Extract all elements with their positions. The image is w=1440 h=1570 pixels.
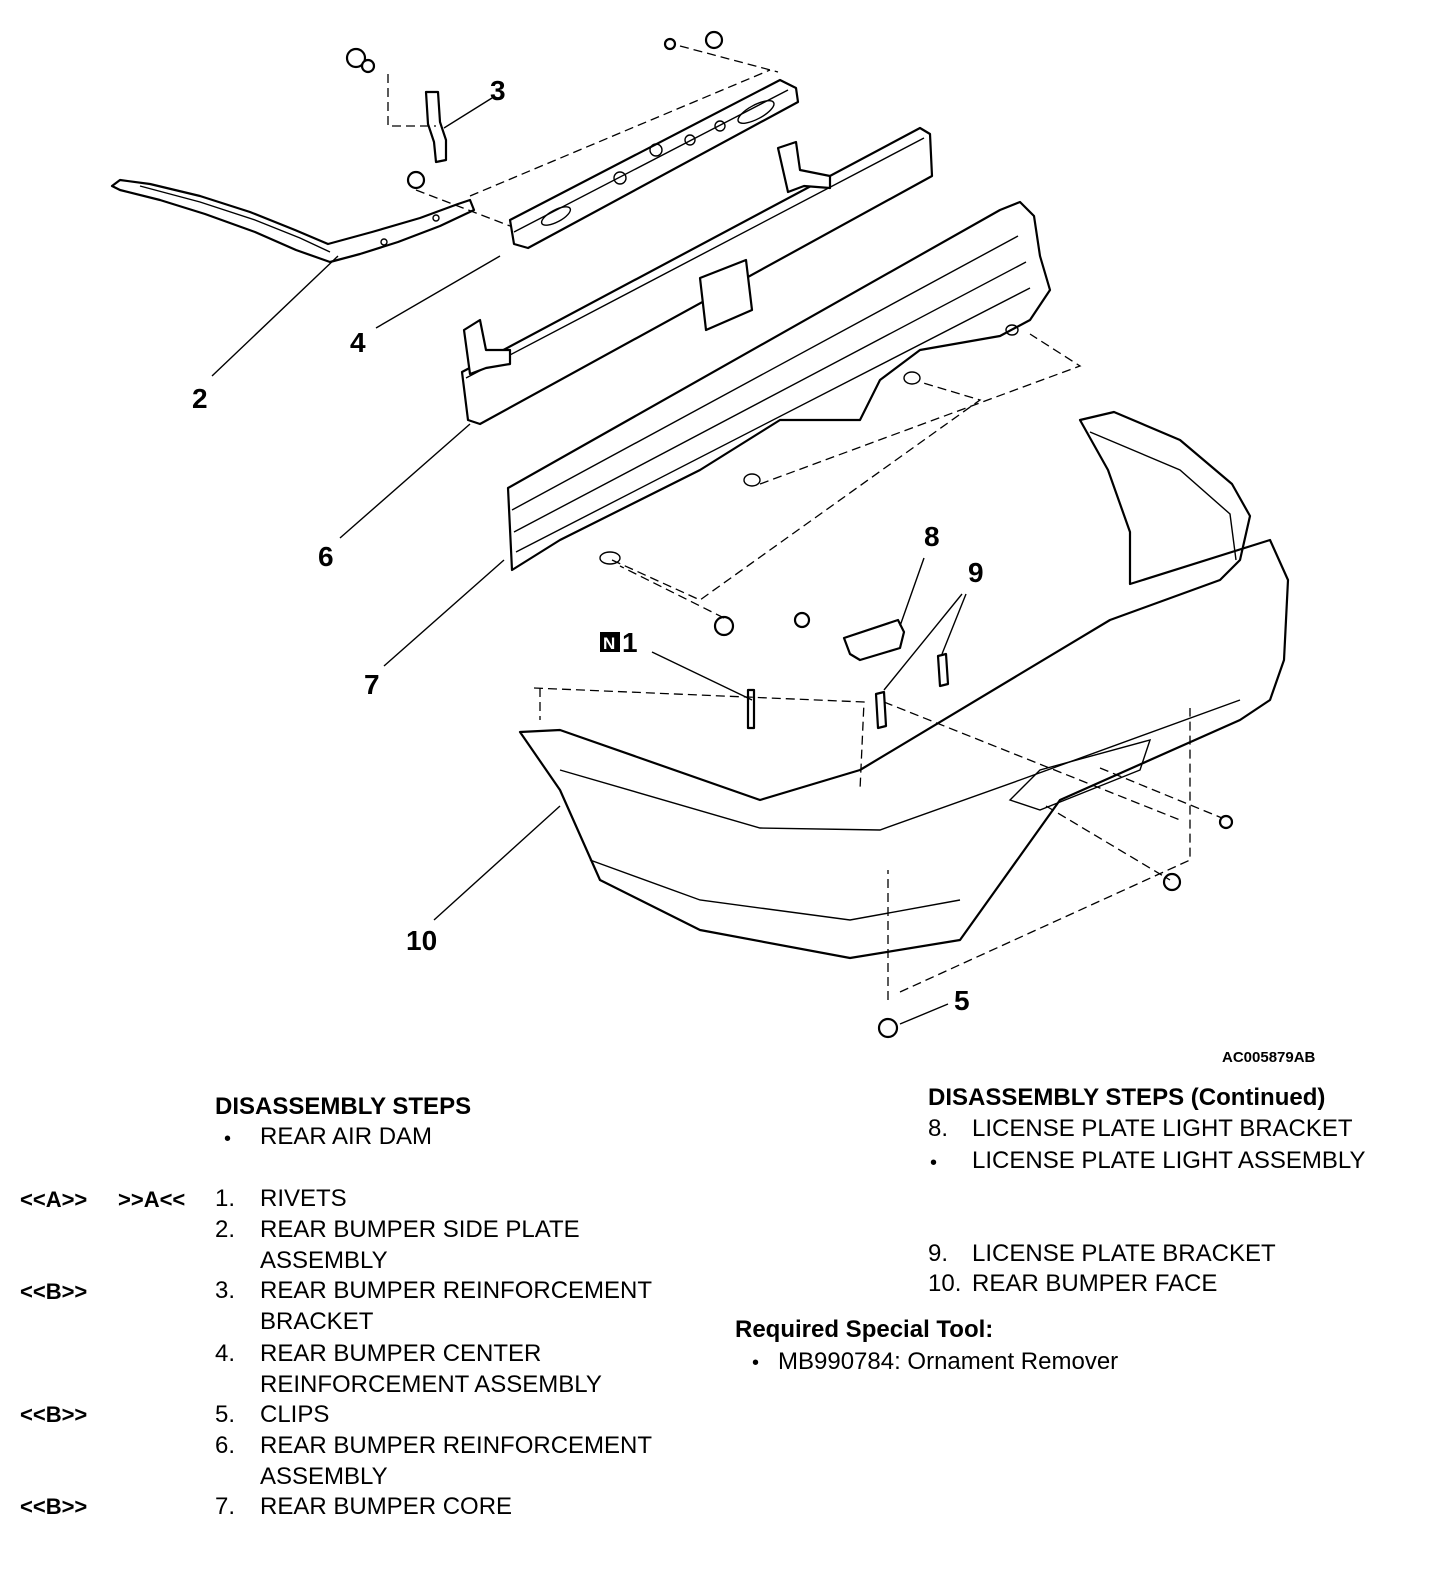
callout-8: 8 (924, 521, 940, 552)
step-number: 4. (215, 1340, 236, 1367)
bullet-icon: • (752, 1352, 760, 1374)
service-ref-b: >>A<< (118, 1187, 186, 1212)
step-label: LICENSE PLATE LIGHT ASSEMBLY (972, 1147, 1366, 1174)
step-label-cont: ASSEMBLY (260, 1463, 388, 1490)
license-plate-bracket-part (874, 652, 950, 730)
left-heading: DISASSEMBLY STEPS (215, 1093, 472, 1120)
step-label: LICENSE PLATE LIGHT BRACKET (972, 1115, 1353, 1142)
step-label: REAR BUMPER CORE (260, 1493, 513, 1520)
callout-2: 2 (192, 383, 208, 414)
callout-1: 1 (622, 627, 638, 658)
right-heading: DISASSEMBLY STEPS (Continued) (928, 1084, 1326, 1111)
leader-lines (211, 97, 967, 1025)
side-plate-part (110, 178, 476, 264)
step-label: REAR BUMPER SIDE PLATE (260, 1216, 580, 1243)
step-number: 10. (928, 1270, 962, 1297)
step-label: REAR BUMPER REINFORCEMENT (260, 1432, 653, 1459)
callout-5: 5 (954, 985, 970, 1016)
figure-id: AC005879AB (1222, 1049, 1316, 1066)
step-label: REAR BUMPER REINFORCEMENT (260, 1277, 653, 1304)
reinforcement-assembly-part (460, 126, 934, 426)
callout-6: 6 (318, 541, 334, 572)
step-number: 3. (215, 1277, 236, 1304)
callout-1-group: N 1 (600, 627, 638, 658)
service-ref-a: <<B>> (20, 1402, 88, 1427)
step-number: 1. (215, 1185, 236, 1212)
callout-4: 4 (350, 327, 366, 358)
callout-10: 10 (406, 925, 437, 956)
step-number: 5. (215, 1401, 236, 1428)
bumper-face-part (518, 410, 1290, 960)
bumper-core-part (506, 200, 1052, 572)
n-mark: N (603, 634, 615, 653)
reinforcement-bracket-part (424, 90, 448, 164)
service-ref-a: <<A>> (20, 1187, 88, 1212)
step-number: 6. (215, 1432, 236, 1459)
step-number: 9. (928, 1240, 949, 1267)
step-label: LICENSE PLATE BRACKET (972, 1240, 1276, 1267)
special-tool-heading: Required Special Tool: (735, 1316, 994, 1343)
step-number: 7. (215, 1493, 236, 1520)
center-reinforcement-part (508, 78, 800, 250)
step-label-cont: BRACKET (260, 1308, 374, 1335)
special-tool-item: MB990784: Ornament Remover (778, 1348, 1119, 1375)
step-label: REAR BUMPER FACE (972, 1270, 1218, 1297)
bullet-icon: • (224, 1128, 232, 1150)
callout-7: 7 (364, 669, 380, 700)
step-label: CLIPS (260, 1401, 330, 1428)
step-label-cont: ASSEMBLY (260, 1247, 388, 1274)
callout-3: 3 (490, 75, 506, 106)
service-ref-a: <<B>> (20, 1279, 88, 1304)
license-plate-light-bracket-part (842, 618, 906, 662)
service-ref-a: <<B>> (20, 1494, 88, 1519)
step-label: RIVETS (260, 1185, 347, 1212)
alignment-lines (387, 45, 1223, 1000)
step-label: REAR BUMPER CENTER (260, 1340, 542, 1367)
step-number: 2. (215, 1216, 236, 1243)
step-number: 8. (928, 1115, 949, 1142)
step-label-cont: REINFORCEMENT ASSEMBLY (260, 1371, 602, 1398)
callout-9: 9 (968, 557, 984, 588)
step-label: REAR AIR DAM (260, 1123, 433, 1150)
bullet-icon: • (930, 1152, 938, 1174)
fasteners (345, 30, 1234, 1039)
exploded-view-diagram: 3 2 4 6 7 8 9 N 1 10 5 AC005879AB (110, 30, 1316, 1066)
